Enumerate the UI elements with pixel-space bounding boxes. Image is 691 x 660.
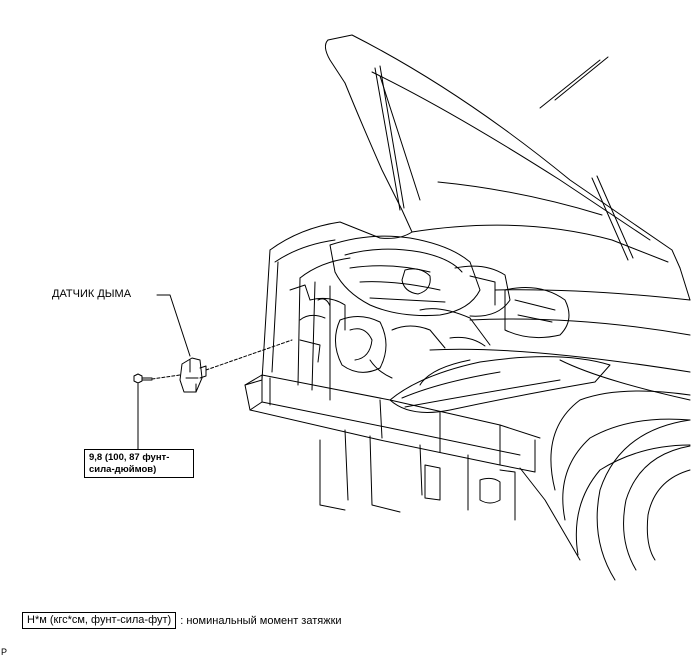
legend-units-box: Н*м (кгс*см, фунт-сила-фут) (22, 612, 177, 629)
torque-spec-box: 9,8 (100, 87 фунт- сила-дюймов) (84, 449, 194, 478)
radiator-support (244, 221, 381, 401)
headlight (389, 356, 611, 413)
bolt (133, 373, 153, 384)
bumper-reinforcement (244, 374, 541, 473)
torque-spec-line1: 9,8 (100, 87 фунт- (89, 452, 170, 463)
smoke-sensor-part (179, 357, 207, 393)
lower-structure (319, 429, 581, 561)
smoke-sensor-label: ДАТЧИК ДЫМА (52, 288, 132, 300)
front-wheel (596, 419, 691, 581)
legend-description: : номинальный момент затяжки (180, 614, 342, 627)
corner-code: P (1, 647, 8, 657)
engine (289, 235, 570, 379)
hood (324, 34, 681, 269)
leader-lines (137, 294, 293, 450)
hood-struts (374, 65, 634, 261)
body-fender (379, 231, 691, 556)
torque-legend: Н*м (кгс*см, фунт-сила-фут) : номинальны… (22, 612, 342, 629)
torque-spec-line2: сила-дюймов) (89, 464, 157, 475)
